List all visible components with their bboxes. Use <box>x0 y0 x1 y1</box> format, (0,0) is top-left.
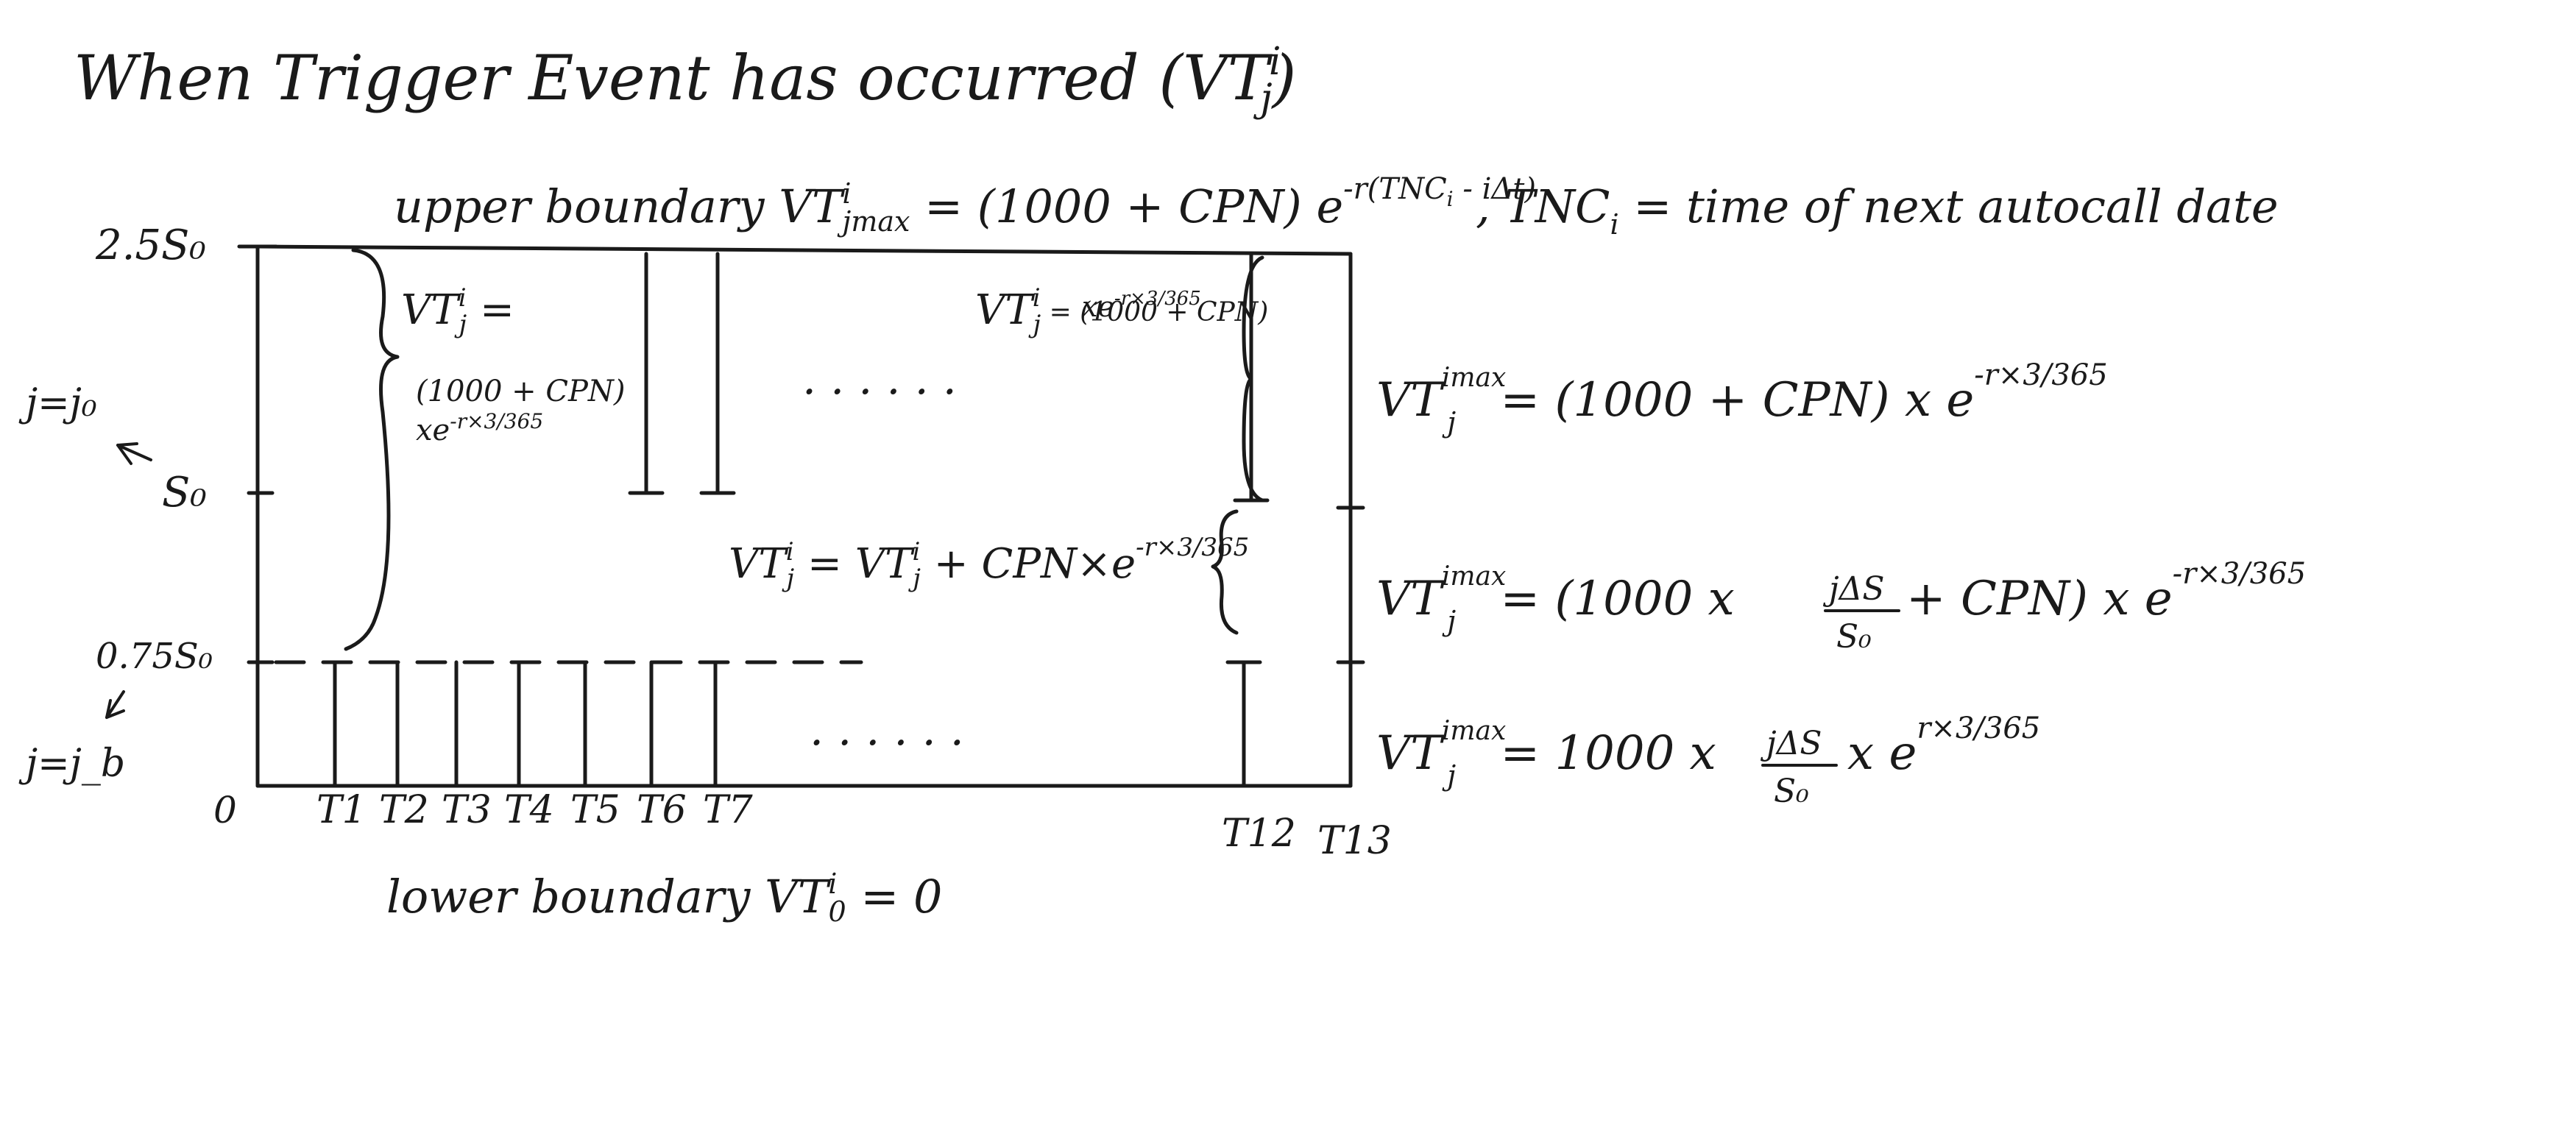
arrow-to-jb <box>105 690 125 719</box>
lower-dots: . . . . . . <box>810 704 964 756</box>
svg-text:jΔS: jΔS <box>1760 725 1822 762</box>
t-label-t7: T7 <box>703 788 754 832</box>
lower-region-bars <box>333 660 1262 788</box>
grid-frame <box>237 244 1365 788</box>
upper-dots: . . . . . . <box>802 353 957 405</box>
t-label-t12: T12 <box>1222 812 1296 856</box>
middle-brace <box>1211 509 1239 635</box>
j0-label: j=j₀ <box>18 381 97 425</box>
right-brace <box>1242 255 1264 503</box>
t-label-t6: T6 <box>637 788 687 832</box>
t-label-t5: T5 <box>570 788 620 832</box>
braces <box>344 248 1264 651</box>
svg-text:S₀: S₀ <box>1836 618 1872 656</box>
t-label-t1: T1 <box>316 788 367 832</box>
t-label-t3: T3 <box>442 788 492 832</box>
t-label-t13: T13 <box>1317 819 1392 863</box>
svg-text:x er×3/365: x er×3/365 <box>1847 712 2040 781</box>
left-brace <box>344 248 400 651</box>
svg-text:+ CPN) x e-r×3/365: + CPN) x e-r×3/365 <box>1906 557 2306 626</box>
y-label-low: 0.75S₀ <box>96 636 213 677</box>
arrow-to-j0 <box>116 442 152 465</box>
svg-text:jΔS: jΔS <box>1822 570 1885 608</box>
y-label-mid: S₀ <box>162 469 207 517</box>
jb-label: j=j_b <box>18 742 125 786</box>
arrows <box>105 442 152 719</box>
t-label-t4: T4 <box>504 788 554 832</box>
svg-text:xe-r×3/365: xe-r×3/365 <box>416 409 543 447</box>
tnc-definition: , TNCi = time of next autocall date <box>1476 180 2279 241</box>
svg-text:xe-r×3/365: xe-r×3/365 <box>1082 288 1201 323</box>
svg-text:S₀: S₀ <box>1774 773 1809 810</box>
y-label-zero: 0 <box>213 789 237 831</box>
y-label-top: 2.5S₀ <box>95 221 206 269</box>
svg-text:(1000 + CPN): (1000 + CPN) <box>416 375 625 408</box>
t-label-t2: T2 <box>379 788 429 832</box>
